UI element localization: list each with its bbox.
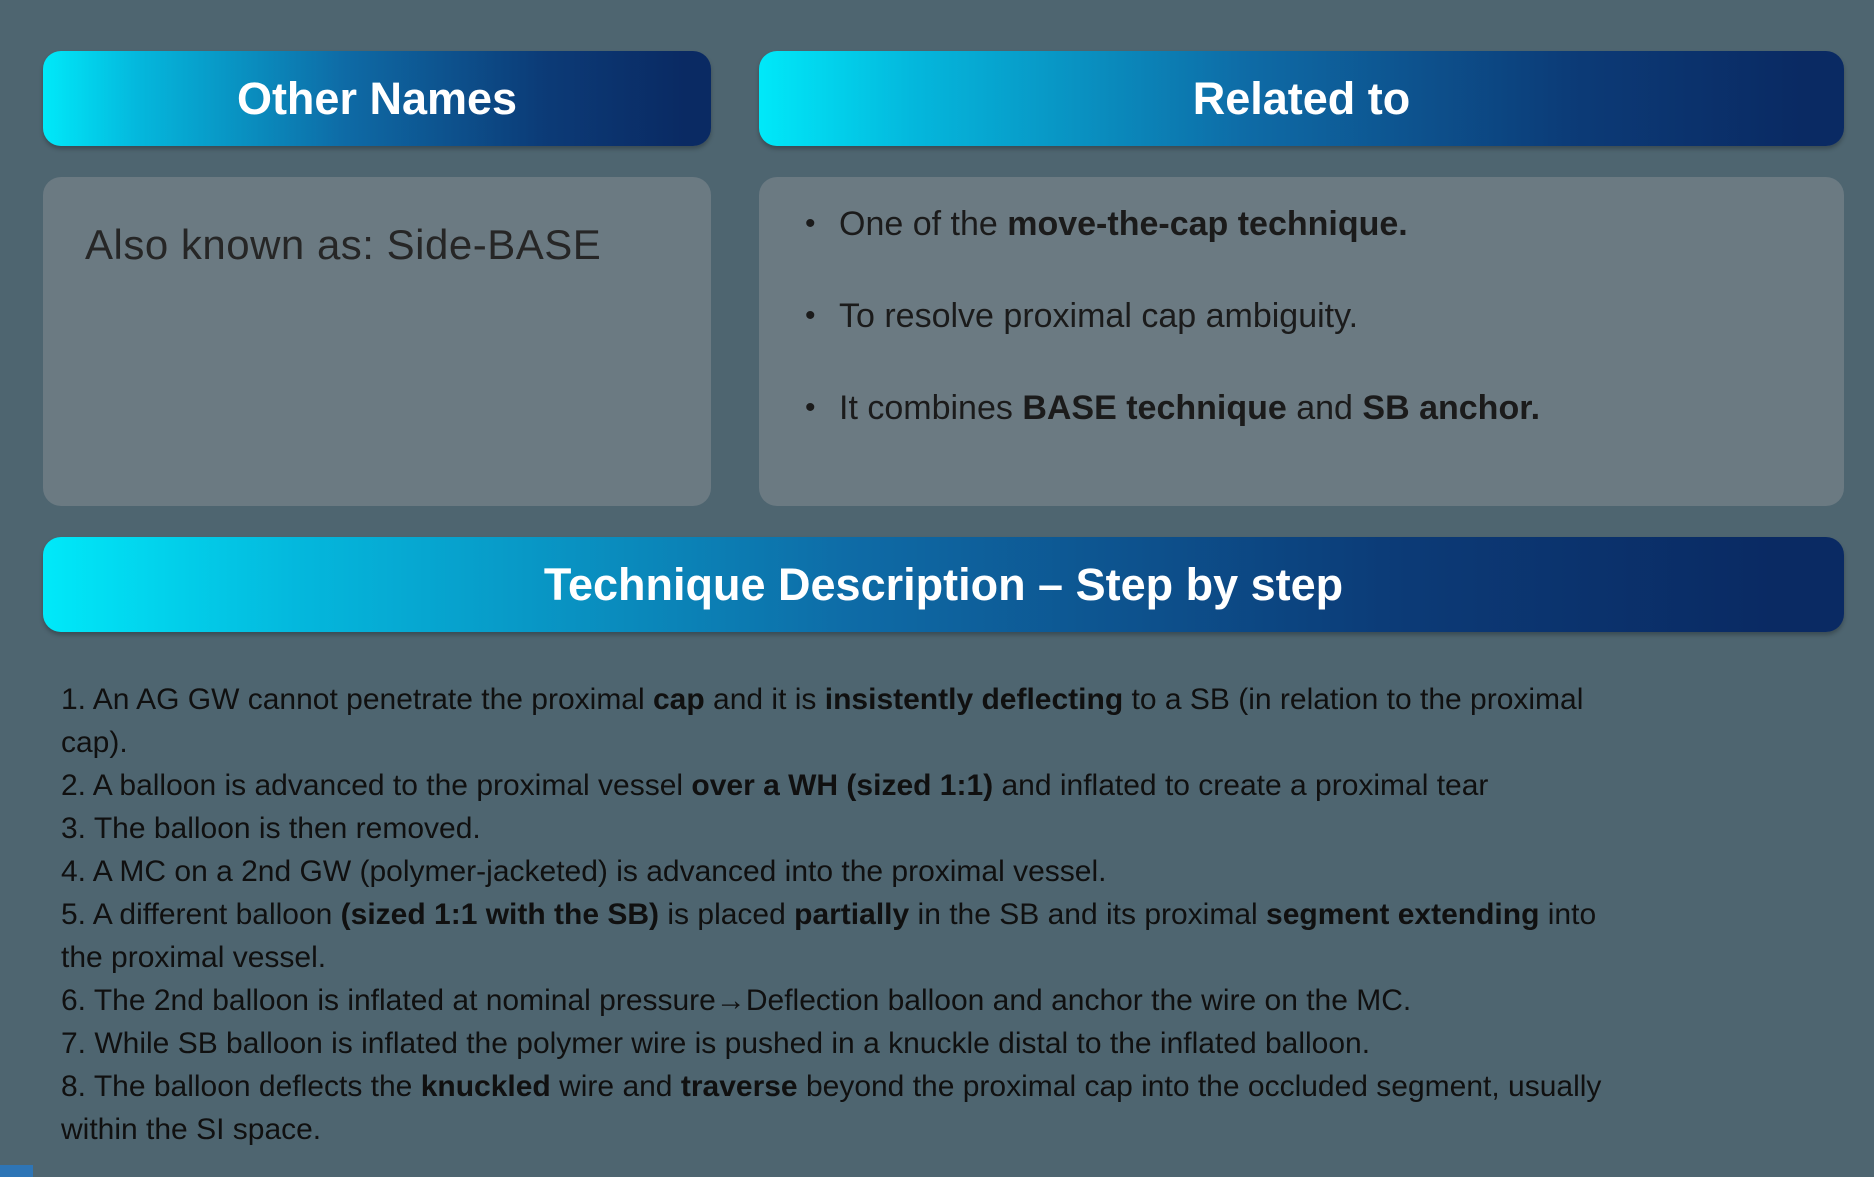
corner-accent-square [0,1165,33,1177]
related-to-header: Related to [759,51,1844,146]
rich-text: 2. A balloon is advanced to the proximal… [61,769,1489,802]
step-item: 2. A balloon is advanced to the proximal… [61,764,1853,807]
step-item: 3. The balloon is then removed. [61,807,1853,850]
rich-text: 6. The 2nd balloon is inflated at nomina… [61,984,1412,1017]
bullet-icon: • [805,207,816,240]
technique-header: Technique Description – Step by step [43,537,1844,632]
related-to-panel: • One of the move-the-cap technique. • To r… [759,177,1844,506]
step-item: 6. The 2nd balloon is inflated at nomina… [61,979,1853,1022]
rich-text: 8. The balloon deflects the knuckled wir… [61,1070,1602,1146]
step-item: 8. The balloon deflects the knuckled wir… [61,1065,1853,1151]
other-names-title: Other Names [236,72,518,124]
rich-text: To resolve proximal cap ambiguity. [839,297,1359,335]
step-item: 4. A MC on a 2nd GW (polymer-jacketed) i… [61,850,1853,893]
step-item: 1. An AG GW cannot penetrate the proxima… [61,678,1853,764]
also-known-as-text: Also known as: Side-BASE [85,221,602,268]
rich-text: 1. An AG GW cannot penetrate the proxima… [61,683,1584,759]
technique-title: Technique Description – Step by step [543,558,1344,610]
rich-text: 4. A MC on a 2nd GW (polymer-jacketed) i… [61,855,1107,888]
related-to-title: Related to [1192,72,1411,124]
other-names-panel: Also known as: Side-BASE [43,177,711,506]
rich-text: 3. The balloon is then removed. [61,812,481,845]
bullet-item: • One of the move-the-cap technique. [805,203,1814,245]
bullet-icon: • [805,299,816,332]
rich-text: It combines BASE technique and SB anchor… [839,389,1541,427]
rich-text: 5. A different balloon (sized 1:1 with t… [61,898,1597,974]
technique-steps-list: 1. An AG GW cannot penetrate the proxima… [61,678,1853,1151]
rich-text: One of the move-the-cap technique. [839,205,1408,243]
step-item: 5. A different balloon (sized 1:1 with t… [61,893,1853,979]
other-names-header: Other Names [43,51,711,146]
related-to-bullet-list: • One of the move-the-cap technique. • To r… [759,177,1844,429]
bullet-item: • It combines BASE technique and SB ancho… [805,387,1814,429]
rich-text: 7. While SB balloon is inflated the poly… [61,1027,1371,1060]
bullet-item: • To resolve proximal cap ambiguity. [805,295,1814,337]
step-item: 7. While SB balloon is inflated the poly… [61,1022,1853,1065]
bullet-icon: • [805,391,816,424]
